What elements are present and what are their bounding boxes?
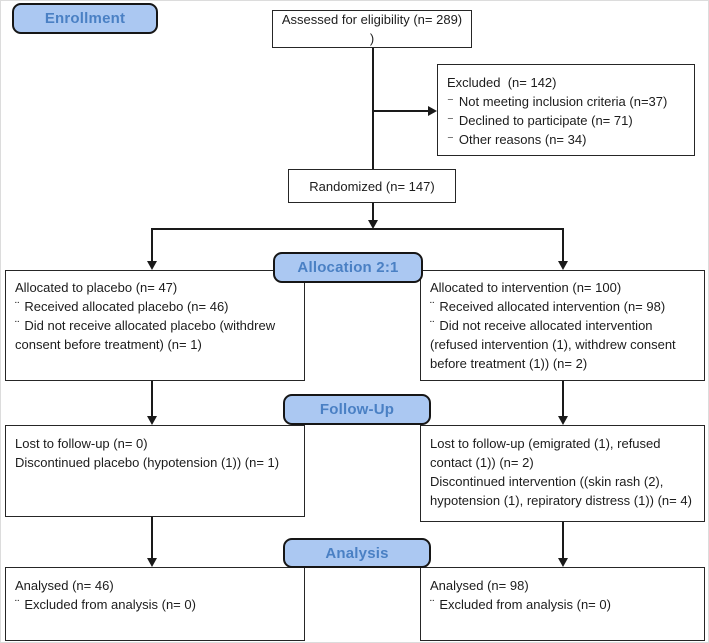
allocated-intervention-row: ¨ Received allocated intervention (n= 98) — [430, 297, 696, 316]
connector-followup-left-to-analysis — [151, 517, 153, 558]
analysed-placebo-row: ¨ Excluded from analysis (n= 0) — [15, 595, 296, 614]
followup-placebo-box: Lost to follow-up (n= 0) Discontinued pl… — [5, 425, 305, 517]
connector-branch-horizontal — [151, 228, 564, 230]
connector-branch-left-down — [151, 228, 153, 261]
followup-placebo-line: Discontinued placebo (hypotension (1)) (… — [15, 455, 280, 470]
allocated-placebo-item-text: Received allocated placebo (n= 46) — [24, 299, 229, 314]
connector-assessed-to-randomized — [372, 48, 374, 169]
stage-label-allocation-text: Allocation 2:1 — [297, 259, 399, 276]
excluded-reason-text: Declined to participate (n= 71) — [458, 113, 633, 128]
randomized-box: Randomized (n= 147) — [288, 169, 456, 203]
arrowhead-followup-left-icon — [147, 416, 157, 425]
arrowhead-analysis-left-icon — [147, 558, 157, 567]
arrowhead-alloc-left-icon — [147, 261, 157, 270]
bullet-marker-icon: ¨ — [430, 299, 435, 314]
arrowhead-alloc-right-icon — [558, 261, 568, 270]
allocated-intervention-item-text: Did not receive allocated intervention (… — [430, 318, 676, 371]
bullet-marker-icon: ⁻ — [447, 113, 454, 128]
analysed-intervention-box: Analysed (n= 98) ¨ Excluded from analysis… — [420, 567, 705, 641]
excluded-reason-row: ⁻ Declined to participate (n= 71) — [447, 111, 686, 130]
bullet-marker-icon: ⁻ — [447, 132, 454, 147]
allocated-placebo-box: Allocated to placebo (n= 47) ¨ Received a… — [5, 270, 305, 381]
stage-label-enrollment: Enrollment — [12, 3, 158, 34]
assessed-line-2: ) — [369, 31, 375, 46]
followup-intervention-line: Discontinued intervention ((skin rash (2… — [430, 474, 692, 508]
allocated-intervention-item-text: Received allocated intervention (n= 98) — [439, 299, 666, 314]
analysed-intervention-row: ¨ Excluded from analysis (n= 0) — [430, 595, 696, 614]
stage-label-analysis: Analysis — [283, 538, 431, 568]
connector-followup-right-to-analysis — [562, 522, 564, 558]
analysed-placebo-title: Analysed (n= 46) — [15, 578, 114, 593]
analysed-placebo-box: Analysed (n= 46) ¨ Excluded from analysis… — [5, 567, 305, 641]
connector-branch-right-down — [562, 228, 564, 261]
arrowhead-randomized-icon — [368, 220, 378, 229]
bullet-marker-icon: ¨ — [430, 597, 435, 612]
bullet-marker-icon: ¨ — [15, 318, 20, 333]
analysed-placebo-item-text: Excluded from analysis (n= 0) — [24, 597, 196, 612]
followup-intervention-line: Lost to follow-up (emigrated (1), refuse… — [430, 436, 661, 470]
excluded-title: Excluded (n= 142) — [447, 75, 557, 90]
bullet-marker-icon: ¨ — [15, 299, 20, 314]
analysed-intervention-item-text: Excluded from analysis (n= 0) — [439, 597, 611, 612]
bullet-marker-icon: ⁻ — [447, 94, 454, 109]
arrowhead-excluded-icon — [428, 106, 437, 116]
stage-label-followup: Follow-Up — [283, 394, 431, 425]
stage-label-analysis-text: Analysis — [325, 544, 389, 562]
arrowhead-followup-right-icon — [558, 416, 568, 425]
followup-intervention-box: Lost to follow-up (emigrated (1), refuse… — [420, 425, 705, 522]
excluded-reason-row: ⁻ Other reasons (n= 34) — [447, 130, 686, 149]
assessed-eligibility-box: Assessed for eligibility (n= 289) ) — [272, 10, 472, 48]
randomized-text: Randomized (n= 147) — [309, 178, 435, 194]
connector-randomized-down — [372, 203, 374, 221]
allocated-placebo-row: ¨ Received allocated placebo (n= 46) — [15, 297, 296, 316]
excluded-box: Excluded (n= 142) ⁻ Not meeting inclusion… — [437, 64, 695, 156]
allocated-placebo-row: ¨Did not receive allocated placebo (with… — [15, 316, 296, 354]
connector-alloc-left-to-followup — [151, 381, 153, 416]
stage-label-enrollment-text: Enrollment — [44, 10, 126, 27]
excluded-reason-text: Other reasons (n= 34) — [458, 132, 587, 147]
allocated-placebo-title: Allocated to placebo (n= 47) — [15, 280, 178, 295]
connector-alloc-right-to-followup — [562, 381, 564, 416]
bullet-marker-icon: ¨ — [15, 597, 20, 612]
followup-placebo-line: Lost to follow-up (n= 0) — [15, 436, 148, 451]
allocated-intervention-title: Allocated to intervention (n= 100) — [430, 280, 622, 295]
excluded-reason-row: ⁻ Not meeting inclusion criteria (n=37) — [447, 92, 686, 111]
allocated-placebo-item-text: Did not receive allocated placebo (withd… — [15, 318, 276, 352]
allocated-intervention-row: ¨Did not receive allocated intervention … — [430, 316, 696, 373]
arrowhead-analysis-right-icon — [558, 558, 568, 567]
connector-branch-to-excluded — [373, 110, 429, 112]
allocated-intervention-box: Allocated to intervention (n= 100) ¨ Rece… — [420, 270, 705, 381]
assessed-line-1: Assessed for eligibility (n= 289) — [281, 12, 463, 27]
bullet-marker-icon: ¨ — [430, 318, 435, 333]
stage-label-followup-text: Follow-Up — [319, 401, 395, 418]
excluded-reason-text: Not meeting inclusion criteria (n=37) — [458, 94, 668, 109]
stage-label-allocation: Allocation 2:1 — [273, 252, 423, 283]
analysed-intervention-title: Analysed (n= 98) — [430, 578, 529, 593]
